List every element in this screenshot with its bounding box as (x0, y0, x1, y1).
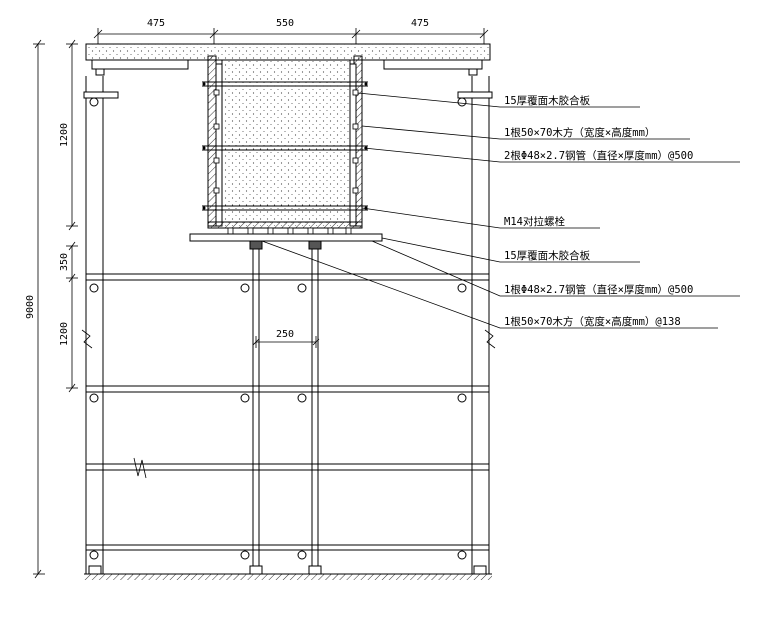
horizontal-ties (81, 273, 496, 551)
couplers (89, 283, 467, 560)
beam-section (189, 55, 383, 250)
top-supports (83, 68, 493, 107)
callout-tie-bolt: M14对拉螺栓 (504, 215, 565, 228)
left-dimension-lines (33, 39, 78, 579)
dim-top-center: 550 (276, 18, 294, 29)
callout-side-plywood: 15厚覆面木胶合板 (504, 94, 591, 107)
ground (84, 565, 492, 580)
callout-bottom-plywood: 15厚覆面木胶合板 (504, 249, 591, 262)
pole-spacing-dimension (252, 336, 320, 348)
leader-lines (261, 92, 740, 329)
callout-side-steel-pipe: 2根Φ48×2.7钢管（直径×厚度mm）@500 (504, 149, 693, 162)
dim-top-right: 475 (411, 18, 429, 29)
callout-side-wood-purlin: 1根50×70木方（宽度×高度mm） (504, 126, 655, 139)
dim-height-step: 1200 (59, 322, 70, 346)
dim-height-total: 9000 (25, 295, 36, 319)
callout-bottom-steel-pipe: 1根Φ48×2.7钢管（直径×厚度mm）@500 (504, 283, 693, 296)
dim-height-step-small: 350 (59, 253, 70, 271)
dim-top-left: 475 (147, 18, 165, 29)
top-dimension-line (93, 28, 489, 44)
dim-height-beam: 1200 (59, 123, 70, 147)
callout-bottom-wood-purlin: 1根50×70木方（宽度×高度mm）@138 (504, 315, 681, 328)
dim-pole-spacing: 250 (276, 329, 294, 340)
